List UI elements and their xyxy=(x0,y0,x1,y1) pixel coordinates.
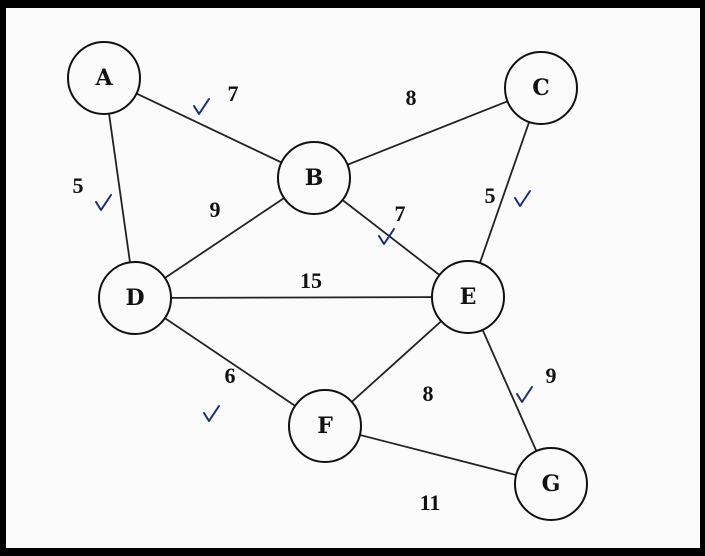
edge-d-e xyxy=(134,296,469,299)
checkmark-icon xyxy=(514,190,531,207)
edge-weight-b-d: 9 xyxy=(210,197,221,222)
node-circle xyxy=(67,41,141,115)
edge-weight-b-e: 7 xyxy=(395,201,406,226)
checkmark-icon xyxy=(193,98,210,115)
edge-weight-a-b: 7 xyxy=(228,81,239,106)
node-circle xyxy=(431,260,505,334)
checkmark-icon xyxy=(203,405,220,422)
edge-weight-b-c: 8 xyxy=(406,85,417,110)
nodes-layer: A B C D E F G xyxy=(67,41,588,521)
edge-weights-layer: 7 8 5 9 7 5 15 6 8 9 11 xyxy=(73,81,557,515)
edge-weight-e-f: 8 xyxy=(423,381,434,406)
edge-b-c xyxy=(313,87,542,179)
node-e: E xyxy=(431,260,505,334)
node-d: D xyxy=(98,261,172,335)
node-f: F xyxy=(288,389,362,463)
edge-a-b xyxy=(103,77,315,179)
node-circle xyxy=(514,447,588,521)
node-label: A xyxy=(94,65,113,91)
node-b: B xyxy=(277,141,351,215)
edge-weight-f-g: 11 xyxy=(420,490,441,515)
node-label: F xyxy=(317,413,333,439)
checkmarks-layer xyxy=(95,98,533,422)
node-circle xyxy=(504,51,578,125)
edge-weight-c-e: 5 xyxy=(485,183,496,208)
node-label: C xyxy=(532,75,550,101)
edge-weight-a-d: 5 xyxy=(73,173,84,198)
node-label: B xyxy=(305,165,324,191)
edge-d-f xyxy=(134,297,326,427)
node-circle xyxy=(98,261,172,335)
edge-weight-d-f: 6 xyxy=(225,363,236,388)
node-label: G xyxy=(542,471,561,497)
checkmark-icon xyxy=(378,228,395,245)
node-label: E xyxy=(460,284,477,310)
node-circle xyxy=(277,141,351,215)
edge-weight-e-g: 9 xyxy=(546,363,557,388)
node-label: D xyxy=(125,285,144,311)
edge-weight-d-e: 15 xyxy=(300,268,322,293)
node-circle xyxy=(288,389,362,463)
node-c: C xyxy=(504,51,578,125)
checkmark-icon xyxy=(516,386,533,403)
edge-f-g xyxy=(324,425,552,485)
edge-a-d xyxy=(103,77,136,299)
node-a: A xyxy=(67,41,141,115)
checkmark-icon xyxy=(95,194,112,211)
node-g: G xyxy=(514,447,588,521)
